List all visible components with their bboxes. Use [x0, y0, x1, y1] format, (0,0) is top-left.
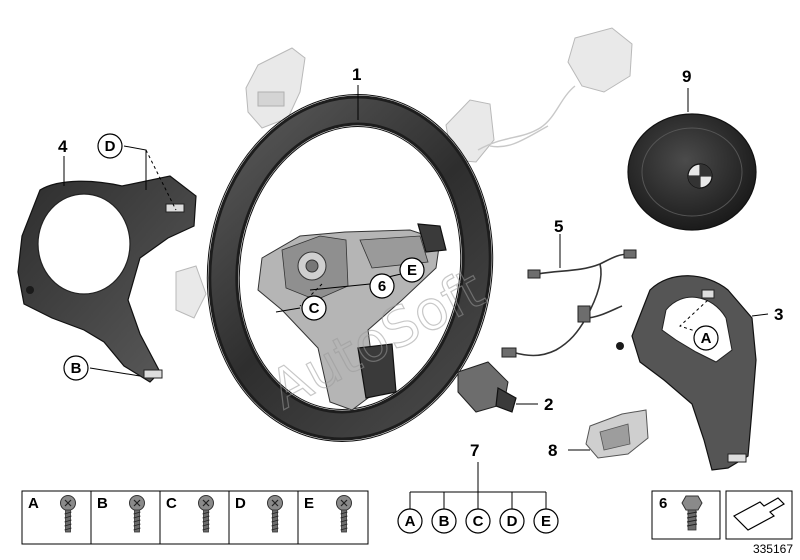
group-7: A B C D E: [397, 462, 559, 534]
svg-text:D: D: [105, 138, 116, 155]
callout-1: 1: [352, 65, 361, 84]
group7-letter-a: A: [397, 508, 423, 534]
zigzag-arrow-icon: [733, 497, 785, 531]
screw-label-e: E: [304, 495, 314, 512]
svg-text:E: E: [541, 513, 551, 530]
callout-9: 9: [682, 67, 691, 86]
screw-table: A B C D E: [21, 490, 369, 545]
circled-c-center: C: [301, 295, 327, 321]
sensor-module: [457, 361, 517, 413]
faint-switch-unit: [445, 27, 633, 163]
arrow-symbol-box: [725, 490, 793, 540]
group7-letter-e: E: [533, 508, 559, 534]
svg-text:C: C: [473, 513, 484, 530]
lower-cover-left: [17, 175, 197, 383]
screw-6-box: 6: [651, 490, 721, 540]
screw-label-d: D: [235, 495, 246, 512]
svg-text:D: D: [507, 513, 518, 530]
diagram-ref-number: 335167: [753, 542, 793, 556]
svg-text:E: E: [407, 262, 417, 279]
svg-text:B: B: [439, 513, 450, 530]
group7-letter-b: B: [431, 508, 457, 534]
svg-text:C: C: [309, 300, 320, 317]
circled-a-right: A: [693, 325, 719, 351]
callout-5: 5: [554, 217, 563, 236]
steering-wheel: [206, 94, 494, 442]
bolt-icon: [681, 495, 703, 531]
circled-d-top: D: [97, 133, 123, 159]
svg-text:A: A: [701, 330, 712, 347]
callout-4: 4: [58, 137, 68, 156]
callout-2: 2: [544, 395, 553, 414]
svg-text:B: B: [71, 360, 82, 377]
screw-label-b: B: [97, 495, 108, 512]
circled-e-center: E: [399, 257, 425, 283]
callout-8: 8: [548, 441, 557, 460]
wiring-harness: [501, 249, 637, 358]
screw-label-c: C: [166, 495, 177, 512]
svg-text:6: 6: [378, 278, 386, 295]
bracket: [585, 409, 649, 459]
airbag-module: [627, 113, 757, 231]
circled-b-left: B: [63, 355, 89, 381]
screw-6-label: 6: [659, 495, 667, 512]
svg-text:A: A: [405, 513, 416, 530]
callout-7: 7: [470, 441, 479, 460]
callout-3: 3: [774, 305, 783, 324]
faint-clip: [175, 265, 207, 319]
screw-label-a: A: [28, 495, 39, 512]
group7-letter-d: D: [499, 508, 525, 534]
group7-letter-c: C: [465, 508, 491, 534]
circled-6-center: 6: [369, 273, 395, 299]
